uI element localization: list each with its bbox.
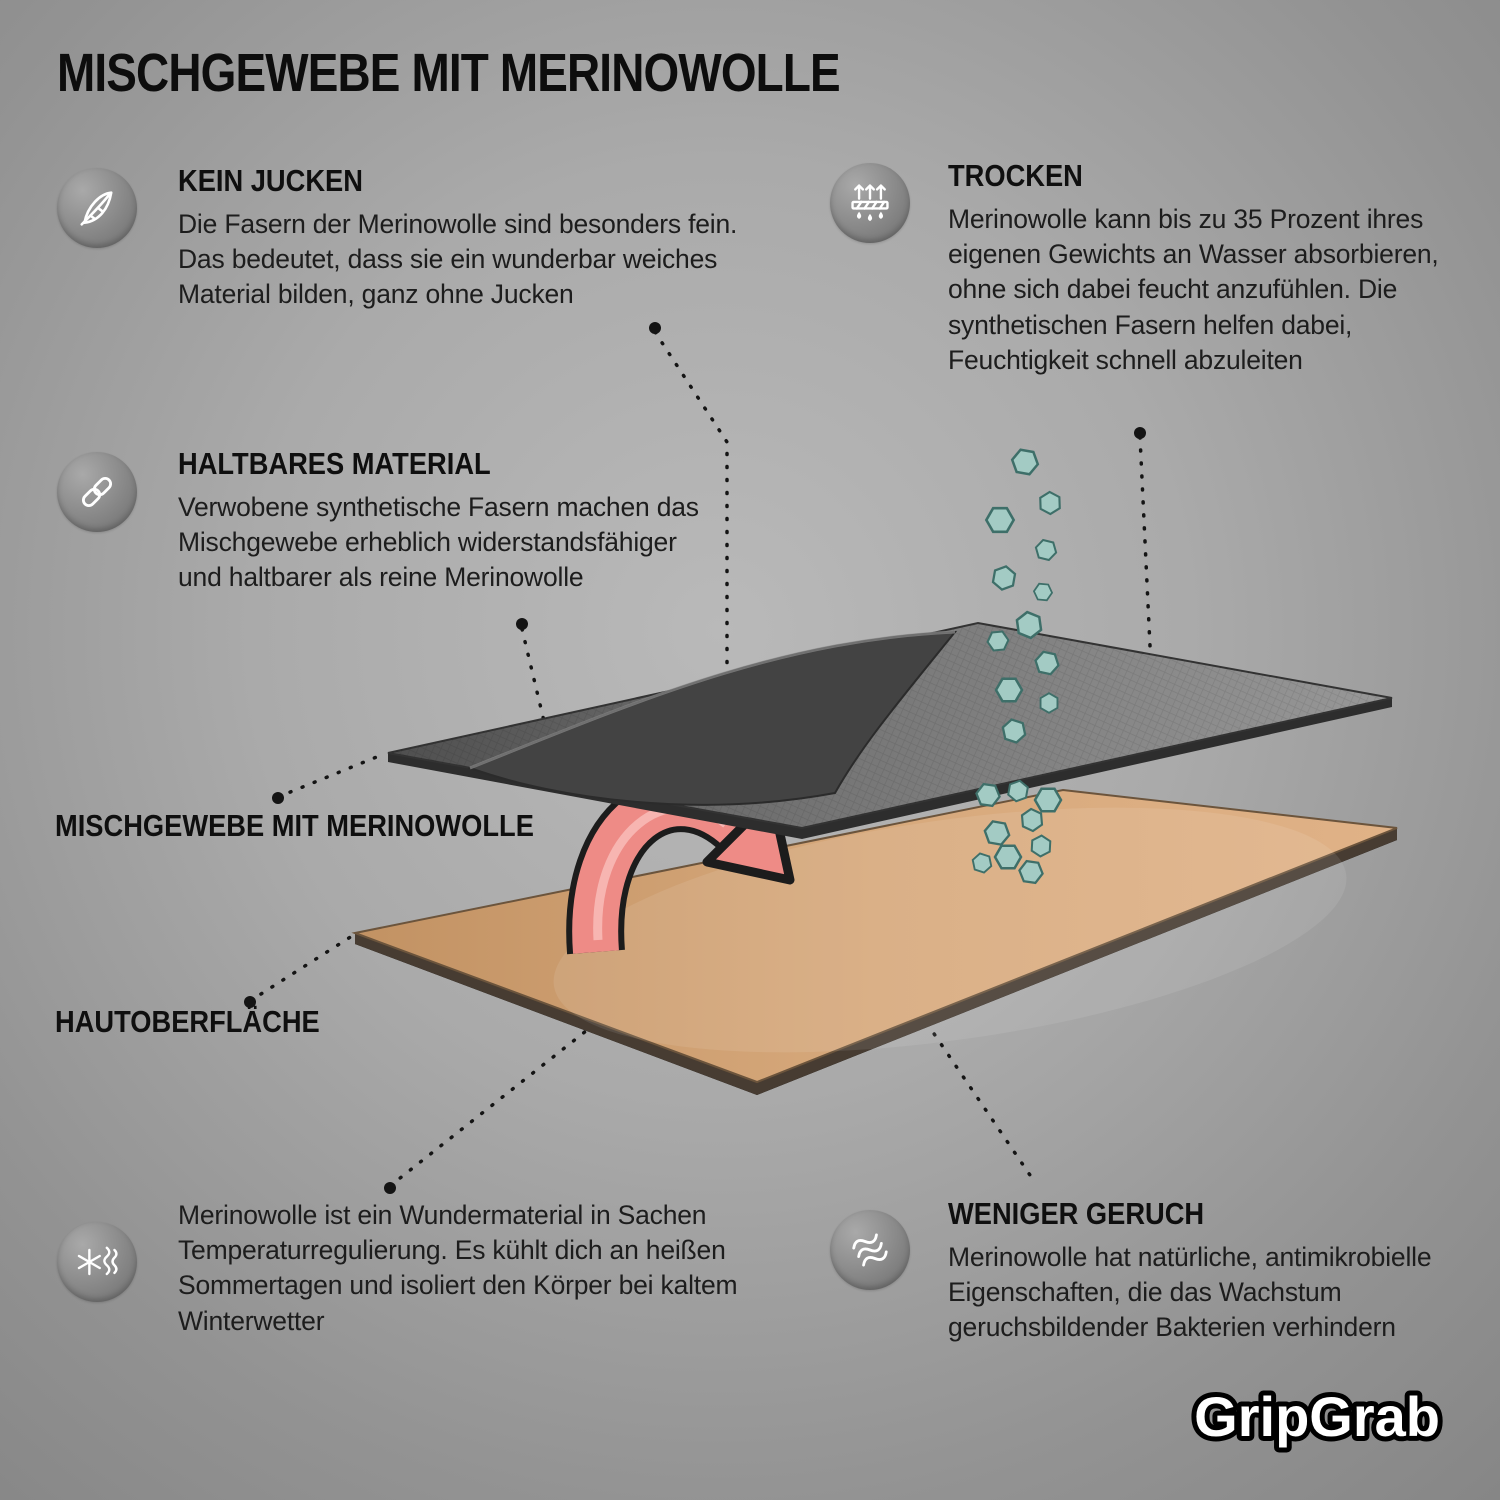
temperature-icon bbox=[77, 1246, 118, 1276]
brand-text: GripGrab bbox=[1194, 1385, 1440, 1448]
connector-temperatur bbox=[388, 1010, 612, 1188]
feature-trocken: TROCKEN Merinowolle kann bis zu 35 Proze… bbox=[948, 158, 1453, 378]
feature-heading: WENIGER GERUCH bbox=[948, 1196, 1205, 1231]
connector-kein-jucken bbox=[653, 330, 729, 698]
temperature-icon-badge bbox=[57, 1222, 137, 1302]
gripgrab-logo: GripGrab bbox=[1189, 1380, 1445, 1453]
feature-body: Verwobene synthetische Fasern machen das… bbox=[178, 492, 699, 593]
connector-trocken bbox=[1138, 435, 1152, 648]
feature-kein-jucken: KEIN JUCKEN Die Fasern der Merinowolle s… bbox=[178, 163, 753, 313]
feature-temperatur: Merinowolle ist ein Wundermaterial in Sa… bbox=[178, 1198, 778, 1339]
feather-icon-badge bbox=[57, 168, 137, 248]
moisture-arrows-icon bbox=[851, 184, 889, 222]
feature-heading: HALTBARES MATERIAL bbox=[178, 446, 491, 481]
connector-skin-label bbox=[248, 934, 354, 1003]
chain-icon-badge bbox=[57, 452, 137, 532]
feature-body: Merinowolle hat natürliche, antimikrobie… bbox=[948, 1242, 1432, 1343]
feature-body: Die Fasern der Merinowolle sind besonder… bbox=[178, 209, 738, 310]
feature-heading: TROCKEN bbox=[948, 158, 1083, 193]
odor-waves-icon bbox=[852, 1233, 888, 1267]
page-title: MISCHGEWEBE MIT MERINOWOLLE bbox=[57, 43, 841, 103]
fabric-layer-label: MISCHGEWEBE MIT MERINOWOLLE bbox=[55, 808, 534, 843]
feature-haltbares-material: HALTBARES MATERIAL Verwobene synthetisch… bbox=[178, 446, 723, 596]
odor-icon-badge bbox=[830, 1210, 910, 1290]
feature-body: Merinowolle kann bis zu 35 Prozent ihres… bbox=[948, 204, 1439, 375]
feature-weniger-geruch: WENIGER GERUCH Merinowolle hat natürlich… bbox=[948, 1196, 1478, 1346]
feature-heading: KEIN JUCKEN bbox=[178, 163, 363, 198]
fabric-layer bbox=[387, 621, 1393, 839]
connector-fabric-label bbox=[276, 752, 386, 799]
feather-icon bbox=[80, 191, 113, 226]
chain-link-icon bbox=[81, 476, 113, 508]
skin-layer-label: HAUTOBERFLÄCHE bbox=[55, 1004, 320, 1039]
moisture-icon-badge bbox=[830, 163, 910, 243]
feature-body: Merinowolle ist ein Wundermaterial in Sa… bbox=[178, 1200, 738, 1336]
